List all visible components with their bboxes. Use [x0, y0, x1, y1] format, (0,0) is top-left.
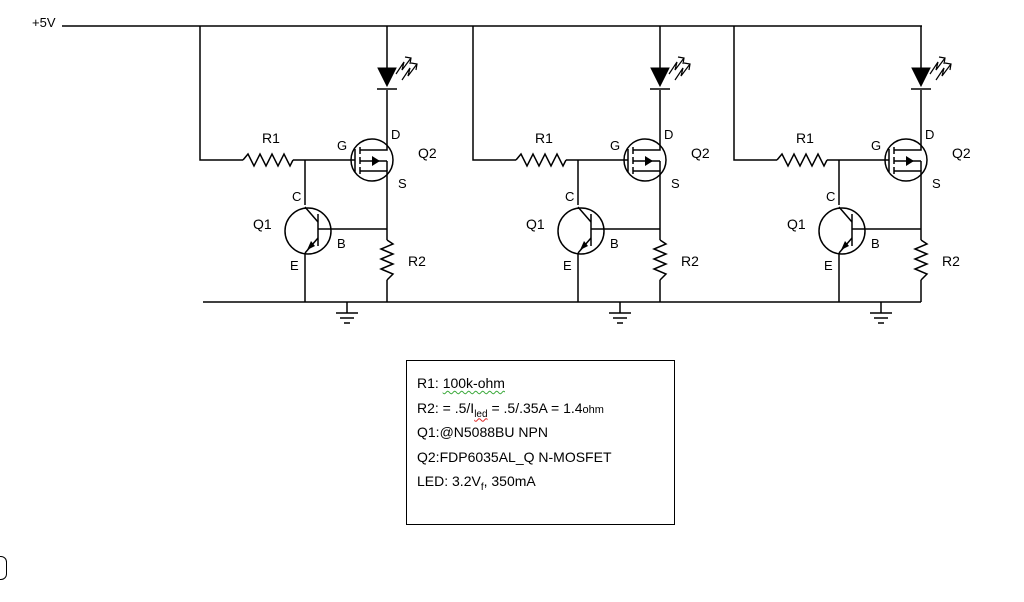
ground-icon — [336, 302, 358, 324]
q2-label: Q2 — [952, 145, 971, 161]
q1-label: Q1 — [787, 216, 806, 232]
supply-label: +5V — [32, 15, 56, 30]
mosfet-icon — [879, 134, 928, 185]
r2-label: R2 — [942, 253, 960, 269]
gate-pin-label: G — [337, 138, 347, 153]
q2-label: Q2 — [691, 145, 710, 161]
ground-icon — [609, 302, 631, 324]
r2-resistor — [913, 239, 929, 281]
q2-label: Q2 — [418, 145, 437, 161]
gate-pin-label: G — [871, 138, 881, 153]
q1-label: Q1 — [253, 216, 272, 232]
r1-feed-wire — [733, 26, 777, 161]
r2-label: R2 — [408, 253, 426, 269]
drain-pin-label: D — [664, 127, 673, 142]
drain-pin-label: D — [391, 127, 400, 142]
component-notes: R1: 100k-ohm R2: = .5/Iled = .5/.35A = 1… — [406, 360, 675, 525]
led-icon — [911, 56, 952, 90]
r1-resistor — [515, 152, 567, 168]
led-icon — [650, 56, 691, 90]
emitter-pin-label: E — [290, 258, 299, 273]
mosfet-icon — [618, 134, 667, 185]
r2-resistor — [379, 239, 395, 281]
r1-resistor — [776, 152, 828, 168]
collector-pin-label: C — [565, 189, 574, 204]
npn-transistor-icon — [557, 206, 605, 255]
r1-resistor — [242, 152, 294, 168]
base-pin-label: B — [871, 236, 880, 251]
led-icon — [377, 56, 418, 90]
collector-pin-label: C — [292, 189, 301, 204]
collector-pin-label: C — [826, 189, 835, 204]
emitter-pin-label: E — [563, 258, 572, 273]
source-pin-label: S — [398, 176, 407, 191]
gate-pin-label: G — [610, 138, 620, 153]
source-pin-label: S — [932, 176, 941, 191]
drain-pin-label: D — [925, 127, 934, 142]
npn-transistor-icon — [284, 206, 332, 255]
r1-feed-wire — [472, 26, 516, 161]
note-q2: Q2:FDP6035AL_Q N-MOSFET — [417, 448, 612, 465]
note-r2: R2: = .5/Iled = .5/.35A = 1.4ohm — [417, 399, 604, 420]
r1-feed-wire — [199, 26, 243, 161]
base-pin-label: B — [337, 236, 346, 251]
note-r1: R1: 100k-ohm — [417, 375, 505, 391]
base-pin-label: B — [610, 236, 619, 251]
r1-label: R1 — [535, 130, 553, 146]
ground-icon — [870, 302, 892, 324]
note-led: LED: 3.2Vf, 350mA — [417, 473, 536, 493]
r1-label: R1 — [796, 130, 814, 146]
note-q1: Q1:@N5088BU NPN — [417, 424, 548, 440]
source-pin-label: S — [671, 176, 680, 191]
emitter-pin-label: E — [824, 258, 833, 273]
q1-label: Q1 — [526, 216, 545, 232]
r2-resistor — [652, 239, 668, 281]
window-corner — [0, 556, 7, 580]
mosfet-icon — [345, 134, 394, 185]
npn-transistor-icon — [818, 206, 866, 255]
r1-label: R1 — [262, 130, 280, 146]
r2-label: R2 — [681, 253, 699, 269]
